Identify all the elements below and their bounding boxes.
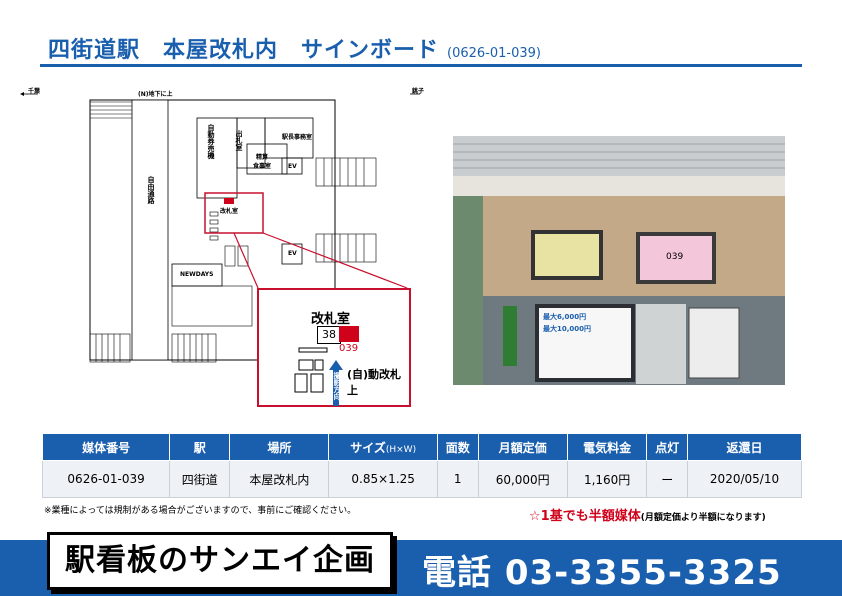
cell-station: 四街道 [169, 460, 231, 498]
floor-map-drawing [20, 92, 420, 363]
header-electricity: 電気料金 [566, 433, 648, 461]
map-label-exit: (N)地下に上 [138, 91, 173, 98]
cell-location: 本屋改札内 [229, 460, 330, 498]
header-count: 面数 [436, 433, 479, 461]
header-lighting: 点灯 [646, 433, 689, 461]
dir-left-label: 千葉 [28, 88, 41, 95]
poster-text-2: 最大10,000円 [543, 325, 592, 333]
brand-logo: 駅看板のサンエイ企画 [47, 532, 393, 590]
header-size-unit: (H×W) [385, 444, 417, 455]
header-location: 場所 [229, 433, 330, 461]
regulation-note: ※業種によっては規制がある場合がございますので、事前にご確認ください。 [44, 506, 357, 516]
shooting-direction-label: 撮影方向 [333, 372, 341, 400]
cell-monthly-price: 60,000円 [477, 460, 568, 498]
map-label-demado: 出札室 [235, 130, 243, 151]
dir-right-label: 銚子 [412, 88, 425, 95]
map-label-ev1: EV [288, 163, 297, 170]
half-price-text: ☆1基でも半額媒体 [529, 509, 641, 524]
sign-location-marker [339, 326, 359, 342]
header-station: 駅 [169, 433, 231, 461]
half-price-detail: (月額定価より半額になります) [640, 513, 766, 523]
page-title: 四街道駅 本屋改札内 サインボード (0626-01-039) [48, 32, 541, 64]
zoom-callout: 改札室 38 039 撮影方向 (自)動改札上 [257, 288, 411, 407]
map-label-shokudo: 食事室 [253, 163, 272, 170]
poster-text-1: 最大6,000円 [543, 313, 587, 321]
zoom-room-label: 改札室 [311, 312, 351, 327]
zoom-number-box: 38 [317, 326, 341, 344]
map-label-kaisatsu: 改札室 [220, 208, 239, 215]
map-label-seisan: 精算 [256, 154, 269, 161]
map-label-newdays: NEWDAYS [180, 271, 214, 278]
header-size: サイズ(H×W) [328, 433, 438, 461]
map-label-ev2: EV [288, 250, 297, 257]
cell-lighting: ー [646, 460, 689, 498]
map-label-ekicho: 駅長事務室 [282, 134, 313, 141]
cell-electricity: 1,160円 [566, 460, 648, 498]
cell-size: 0.85×1.25 [328, 460, 438, 498]
phone-number[interactable]: 電話 03-3355-3325 [422, 553, 782, 593]
spec-table: 媒体番号 駅 場所 サイズ(H×W) 面数 月額定価 電気料金 点灯 返還日 0… [41, 433, 802, 498]
map-label-tsuro: 自由通路 [147, 176, 155, 204]
floor-map: 千葉 銚子 (N)地下に上 自動券売機 出札室 駅長事務室 精算 食事室 EV … [20, 86, 424, 416]
cell-media-number: 0626-01-039 [41, 460, 171, 498]
header-return-date: 返還日 [687, 433, 802, 461]
zoom-gate-label: (自)動改札上 [347, 368, 402, 397]
map-label-jihanki: 自動券売機 [207, 124, 215, 159]
brand-name: 駅看板のサンエイ企画 [65, 543, 375, 578]
title-rule [40, 64, 802, 67]
photo-sign-label: 039 [666, 252, 684, 262]
gate-machines [294, 347, 328, 393]
cell-return-date: 2020/05/10 [687, 460, 802, 498]
shooting-direction-arrow-icon [329, 360, 343, 406]
spec-table-header-row: 媒体番号 駅 場所 サイズ(H×W) 面数 月額定価 電気料金 点灯 返還日 [41, 433, 802, 461]
title-text: 四街道駅 本屋改札内 サインボード [48, 38, 440, 63]
header-media-number: 媒体番号 [41, 433, 171, 461]
cell-count: 1 [436, 460, 479, 498]
media-code: (0626-01-039) [447, 46, 541, 61]
half-price-note: ☆1基でも半額媒体(月額定価より半額になります) [529, 505, 766, 524]
sign-location-label: 039 [339, 343, 359, 354]
table-row: 0626-01-039 四街道 本屋改札内 0.85×1.25 1 60,000… [41, 460, 802, 498]
header-size-label: サイズ [350, 440, 386, 455]
site-photo: 039 最大6,000円 最大10,000円 [453, 136, 785, 385]
header-monthly-price: 月額定価 [477, 433, 568, 461]
